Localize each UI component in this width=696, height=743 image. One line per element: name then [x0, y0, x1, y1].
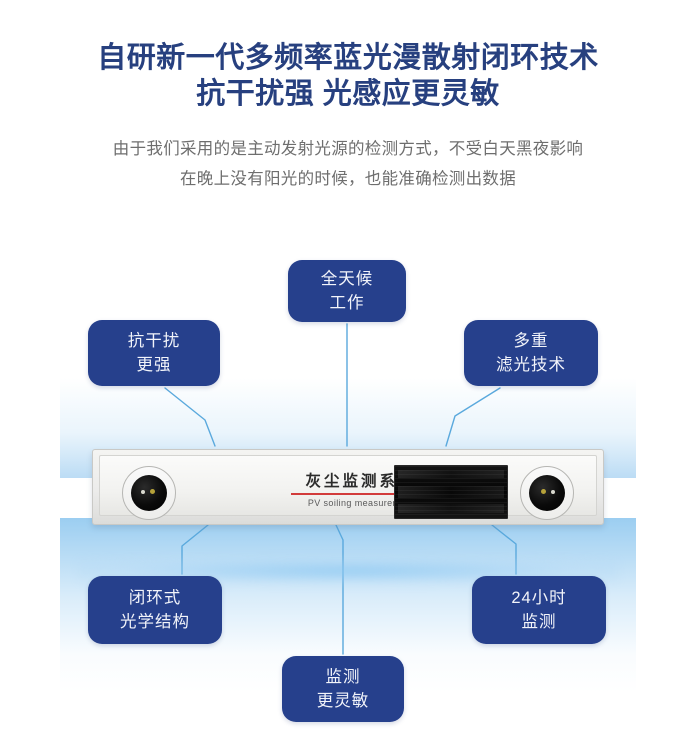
- connector-more-sensitive: [335, 524, 344, 655]
- right-lens-highlight-a: [551, 490, 555, 494]
- title-line-1: 自研新一代多频率蓝光漫散射闭环技术: [97, 42, 599, 74]
- page-header: 自研新一代多频率蓝光漫散射闭环技术 抗干扰强 光感应更灵敏 由于我们采用的是主动…: [0, 0, 696, 194]
- device-unit: 灰尘监测系统 PV soiling measurement: [92, 449, 604, 525]
- subtitle-line-2: 在晚上没有阳光的时候，也能准确检测出数据: [180, 170, 516, 188]
- badge-multi-filter[interactable]: 多重 滤光技术: [464, 320, 598, 386]
- badge-anti-interference[interactable]: 抗干扰 更强: [88, 320, 220, 386]
- badge-closed-loop-optics[interactable]: 闭环式 光学结构: [88, 576, 222, 644]
- badge-24h-monitoring[interactable]: 24小时 监测: [472, 576, 606, 644]
- badge-all-weather-line-2: 工作: [329, 294, 365, 312]
- page-title: 自研新一代多频率蓝光漫散射闭环技术 抗干扰强 光感应更灵敏: [0, 0, 696, 112]
- right-lens-glass: [529, 475, 565, 511]
- badge-more-sensitive-line-1: 监测: [325, 668, 361, 686]
- badge-all-weather[interactable]: 全天候 工作: [288, 260, 406, 322]
- title-line-2: 抗干扰强 光感应更灵敏: [196, 78, 500, 110]
- device-face: 灰尘监测系统 PV soiling measurement: [99, 455, 597, 520]
- device-brand-cn: 灰尘监测系统: [305, 473, 417, 490]
- display-glint-row-1: [398, 470, 504, 478]
- left-lens-icon: [122, 466, 176, 520]
- device-brand-en: PV soiling measurement: [307, 497, 415, 508]
- badge-anti-interference-line-2: 更强: [136, 356, 172, 374]
- connector-multi-filter: [445, 387, 501, 447]
- badge-more-sensitive[interactable]: 监测 更灵敏: [282, 656, 404, 722]
- badge-closed-loop-optics-line-2: 光学结构: [120, 613, 190, 631]
- connector-anti-interference: [164, 387, 216, 447]
- feature-diagram: 灰尘监测系统 PV soiling measurement: [0, 228, 696, 743]
- badge-anti-interference-line-1: 抗干扰: [127, 332, 181, 350]
- display-glint-row-2: [398, 486, 504, 498]
- display-glint-row-3: [398, 504, 504, 513]
- right-lens-icon: [520, 466, 574, 520]
- device-brand-rule: [291, 493, 431, 495]
- badge-more-sensitive-line-2: 更灵敏: [316, 692, 370, 710]
- badge-multi-filter-line-2: 滤光技术: [496, 356, 566, 374]
- left-lens-highlight-a: [141, 490, 145, 494]
- badge-all-weather-line-1: 全天候: [320, 270, 374, 288]
- page-subtitle: 由于我们采用的是主动发射光源的检测方式，不受白天黑夜影响 在晚上没有阳光的时候，…: [0, 112, 696, 194]
- display-panel: [394, 465, 508, 519]
- badge-multi-filter-line-1: 多重: [513, 332, 549, 350]
- left-lens-glass: [131, 475, 167, 511]
- right-lens-highlight-b: [541, 489, 546, 494]
- device-brand: 灰尘监测系统 PV soiling measurement: [280, 472, 442, 509]
- badge-24h-monitoring-line-1: 24小时: [511, 589, 567, 607]
- badge-closed-loop-optics-line-1: 闭环式: [128, 589, 182, 607]
- left-lens-highlight-b: [150, 489, 155, 494]
- badge-24h-monitoring-line-2: 监测: [521, 613, 557, 631]
- subtitle-line-1: 由于我们采用的是主动发射光源的检测方式，不受白天黑夜影响: [112, 140, 584, 158]
